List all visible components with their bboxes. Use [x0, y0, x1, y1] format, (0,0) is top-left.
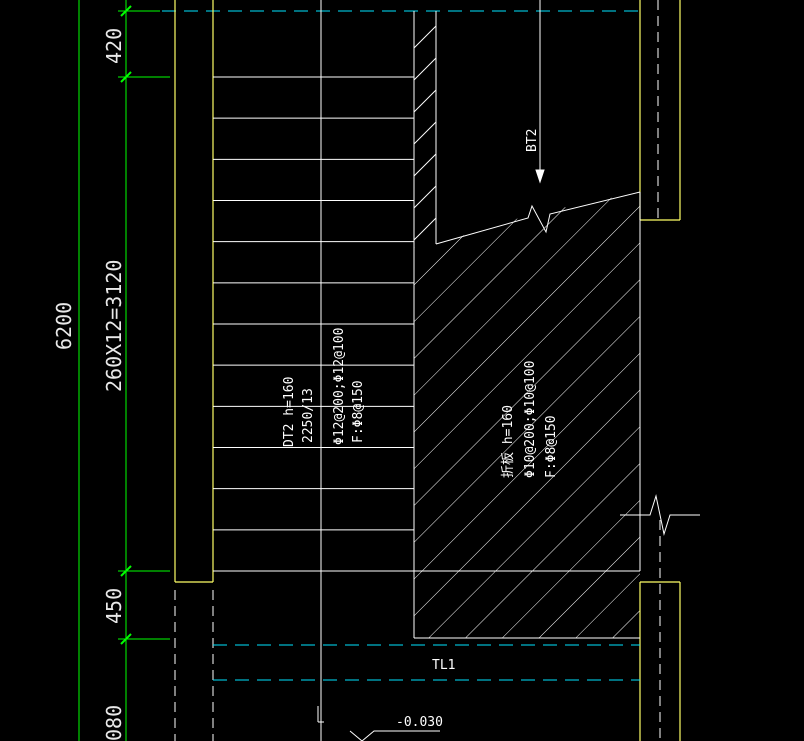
section-marker-label: BT2	[525, 129, 540, 152]
slab-rebar-top: Φ10@200;Φ10@100	[523, 361, 538, 478]
break-line	[435, 191, 641, 245]
elevation-symbol	[317, 706, 440, 741]
stair-risers	[213, 117, 414, 531]
slab-rebar-bottom: F:Φ8@150	[544, 415, 559, 478]
slab-hatch	[414, 192, 640, 638]
right-break-symbol	[620, 0, 700, 536]
dimension-partial: 080	[102, 705, 126, 741]
wall-outlines	[174, 0, 681, 741]
elevation-label: -0.030	[396, 715, 443, 730]
beam-label: TL1	[432, 658, 455, 673]
stair-rebar-bottom: F:Φ8@150	[351, 380, 366, 443]
section-marker	[535, 0, 545, 184]
landing-beam	[213, 644, 640, 681]
slab-label: 折板 h=160	[501, 405, 516, 478]
dimension-lines	[78, 0, 170, 741]
stair-label: DT2 h=160	[282, 377, 297, 447]
wall-hidden-lines	[174, 520, 661, 741]
dimension-bottom: 450	[102, 588, 126, 624]
dimension-top: 420	[102, 28, 126, 64]
top-strip	[413, 11, 437, 244]
stair-riser-note: 2250/13	[301, 388, 316, 443]
dimension-total: 6200	[52, 302, 76, 350]
dimension-middle: 260X12=3120	[102, 260, 126, 392]
stair-rebar-top: Φ12@200;Φ12@100	[332, 328, 347, 445]
